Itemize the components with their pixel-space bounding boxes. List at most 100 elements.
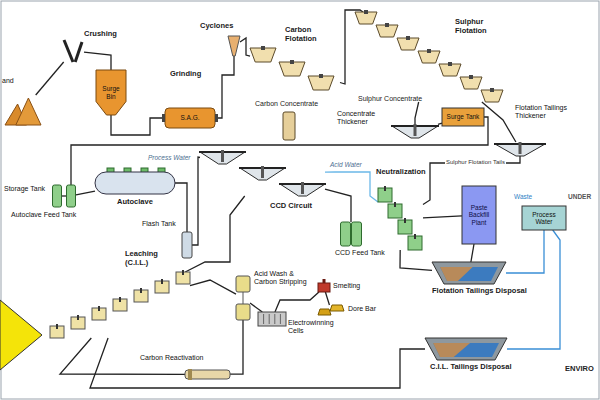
- process-unit: Flotation Tailings Disposal: [432, 262, 506, 284]
- unit-part: [318, 283, 330, 292]
- unit-caption: Flotation Tailings Disposal: [432, 287, 527, 296]
- unit-symbol: [62, 40, 84, 62]
- unit-caption: Crushing: [84, 30, 117, 39]
- pipe-line: [192, 157, 200, 245]
- unit-part: [188, 369, 192, 380]
- pipe-line: [190, 280, 236, 294]
- unit-part: [440, 267, 498, 281]
- unit-caption: Carbon Reactivation: [140, 354, 203, 362]
- unit-part: [301, 182, 304, 194]
- unit-part: [384, 186, 386, 191]
- unit-part: [140, 288, 142, 293]
- pipe-line: [36, 62, 64, 95]
- pipe-line: [275, 292, 319, 312]
- process-unit: Electrowinning Cells: [258, 312, 286, 326]
- unit-part: [308, 76, 334, 90]
- unit-part: [53, 185, 62, 207]
- unit-part: [279, 62, 305, 76]
- pipe-line: [482, 102, 516, 142]
- unit-part: [341, 222, 351, 246]
- unit-symbol: [318, 305, 344, 315]
- stream-label: Carbon Concentrate: [255, 100, 318, 108]
- unit-part: [364, 10, 368, 14]
- process-unit: GrindingS.A.G.: [165, 108, 215, 128]
- unit-part: [448, 62, 452, 66]
- unit-part: [414, 234, 416, 239]
- unit-symbol: [392, 124, 438, 138]
- unit-part: [261, 166, 264, 178]
- unit-part: [440, 267, 473, 281]
- unit-part: [162, 114, 165, 122]
- unit-part: [394, 202, 396, 207]
- pipe-line: [325, 292, 329, 305]
- unit-symbol: [425, 338, 507, 360]
- unit-part: [425, 338, 507, 360]
- unit-caption: Carbon Flotation: [285, 26, 335, 43]
- unit-caption: Electrowinning Cells: [288, 319, 338, 335]
- process-unit: Flotation Tailings Thickener: [495, 142, 545, 156]
- unit-caption: Neutralization: [376, 168, 426, 177]
- unit-part: [469, 75, 473, 79]
- unit-part: [522, 206, 566, 230]
- process-unit: Flash Tank: [182, 232, 192, 258]
- process-unit: Carbon Reactivation: [185, 370, 230, 379]
- pipe-line: [250, 303, 262, 312]
- process-unit: Paste Backfill Plant: [462, 186, 496, 244]
- tank-symbol: [283, 112, 295, 140]
- unit-part: [67, 185, 76, 207]
- process-unit: Surge Tank: [442, 108, 484, 126]
- unit-part: [261, 46, 265, 50]
- unit-part: [228, 36, 240, 56]
- unit-symbol: [318, 283, 330, 292]
- unit-part: [433, 343, 470, 357]
- stream-label: UNDER: [568, 193, 591, 200]
- unit-part: [119, 297, 121, 302]
- unit-part: [323, 279, 326, 283]
- unit-label: S.A.G.: [180, 114, 199, 121]
- pipe-line: [240, 38, 250, 56]
- unit-part: [165, 108, 215, 128]
- process-unit: Cyclones: [228, 36, 240, 56]
- process-unit: Process Water: [522, 206, 566, 230]
- unit-part: [236, 304, 250, 320]
- unit-symbol: [200, 150, 325, 196]
- unit-symbol: [182, 232, 192, 258]
- unit-part: [274, 314, 275, 324]
- unit-symbol: [228, 36, 240, 56]
- process-unit: Smelting: [318, 283, 330, 292]
- process-unit: Acid Wash & Carbon Stripping: [236, 276, 250, 320]
- unit-symbol: [378, 188, 423, 250]
- process-unit: Sulphur Flotation: [355, 12, 503, 102]
- unit-caption: Grinding: [170, 70, 201, 79]
- unit-part: [462, 186, 496, 244]
- process-unit: Surge Bin: [96, 70, 126, 115]
- unit-part: [490, 88, 494, 92]
- unit-part: [182, 232, 192, 258]
- stream-label: Sulphur Concentrate: [358, 95, 422, 103]
- unit-part: [56, 324, 58, 329]
- unit-symbol: [95, 172, 175, 194]
- unit-part: [352, 222, 362, 246]
- unit-symbol: [66, 185, 76, 207]
- unit-label: Surge Bin: [98, 85, 124, 100]
- pipe-line: [415, 102, 419, 124]
- pipe-line: [325, 189, 351, 222]
- pipe-line: [230, 320, 243, 374]
- unit-caption: Cyclones: [200, 22, 233, 31]
- unit-part: [64, 40, 73, 62]
- unit-part: [406, 36, 410, 40]
- unit-label: Surge Tank: [447, 113, 480, 120]
- unit-part: [16, 98, 41, 125]
- process-unit: Autoclave: [95, 172, 175, 194]
- stockpile-shape: [0, 300, 42, 370]
- pipe-line: [76, 191, 95, 195]
- unit-part: [250, 48, 276, 62]
- unit-part: [263, 314, 264, 324]
- unit-part: [185, 370, 230, 379]
- pipe-line: [84, 52, 111, 70]
- pipe-line: [423, 216, 462, 218]
- unit-symbol: [432, 262, 506, 284]
- unit-symbol: [250, 48, 340, 90]
- unit-part: [221, 150, 224, 162]
